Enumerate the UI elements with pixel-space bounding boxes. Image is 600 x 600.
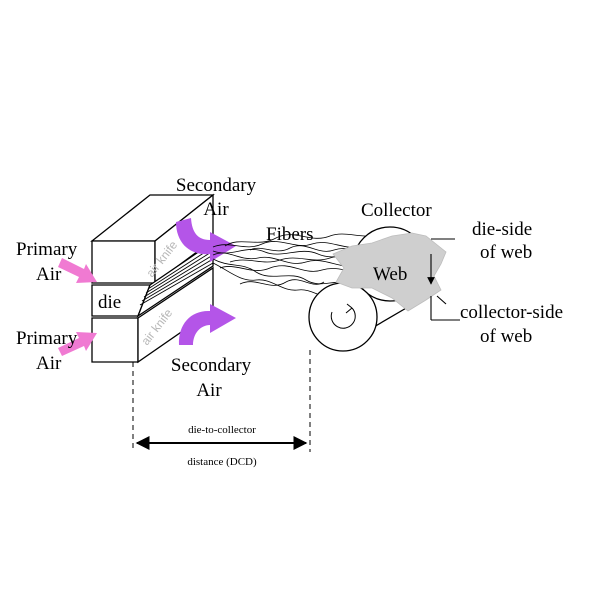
die-side-label-line2: of web [480,242,532,263]
collector-label: Collector [361,200,432,221]
collector-roll-front [308,282,378,352]
spinneret-channels [139,246,214,306]
fibers-label: Fibers [266,224,314,245]
rotation-arrow-icon [330,303,356,329]
collector-side-label-line2: of web [480,326,532,347]
collector-side-label-line1: collector-side [460,302,563,323]
primary-air-top-label-line1: Primary [16,239,78,260]
secondary-air-arrow-bottom [178,304,236,345]
primary-air-arrow-bottom [58,332,97,356]
secondary-air-arrow-top [176,218,236,262]
web-label: Web [373,264,407,285]
die-side-label-line1: die-side [472,219,532,240]
primary-air-arrow-top [58,258,97,283]
secondary-air-bottom-label-line1: Secondary [171,355,252,376]
die-nose [136,240,214,318]
dcd-dimension [132,350,311,452]
die-assembly [90,193,215,364]
secondary-air-bottom-label-line2: Air [196,380,222,401]
die-label: die [98,292,121,313]
secondary-air-top-label-line2: Air [203,199,229,220]
primary-air-bottom-label-line2: Air [36,353,62,374]
dcd-label-line2: distance (DCD) [187,456,257,468]
lower-air-knife-front-face [91,317,139,363]
primary-air-top-label-line2: Air [36,264,62,285]
upper-air-knife-front-face [91,240,156,284]
web-side-indicator [427,238,460,321]
primary-air-bottom-label-line1: Primary [16,328,78,349]
secondary-air-top-label-line1: Secondary [176,175,257,196]
dcd-label-line1: die-to-collector [188,424,256,436]
web-sheet [332,232,447,312]
